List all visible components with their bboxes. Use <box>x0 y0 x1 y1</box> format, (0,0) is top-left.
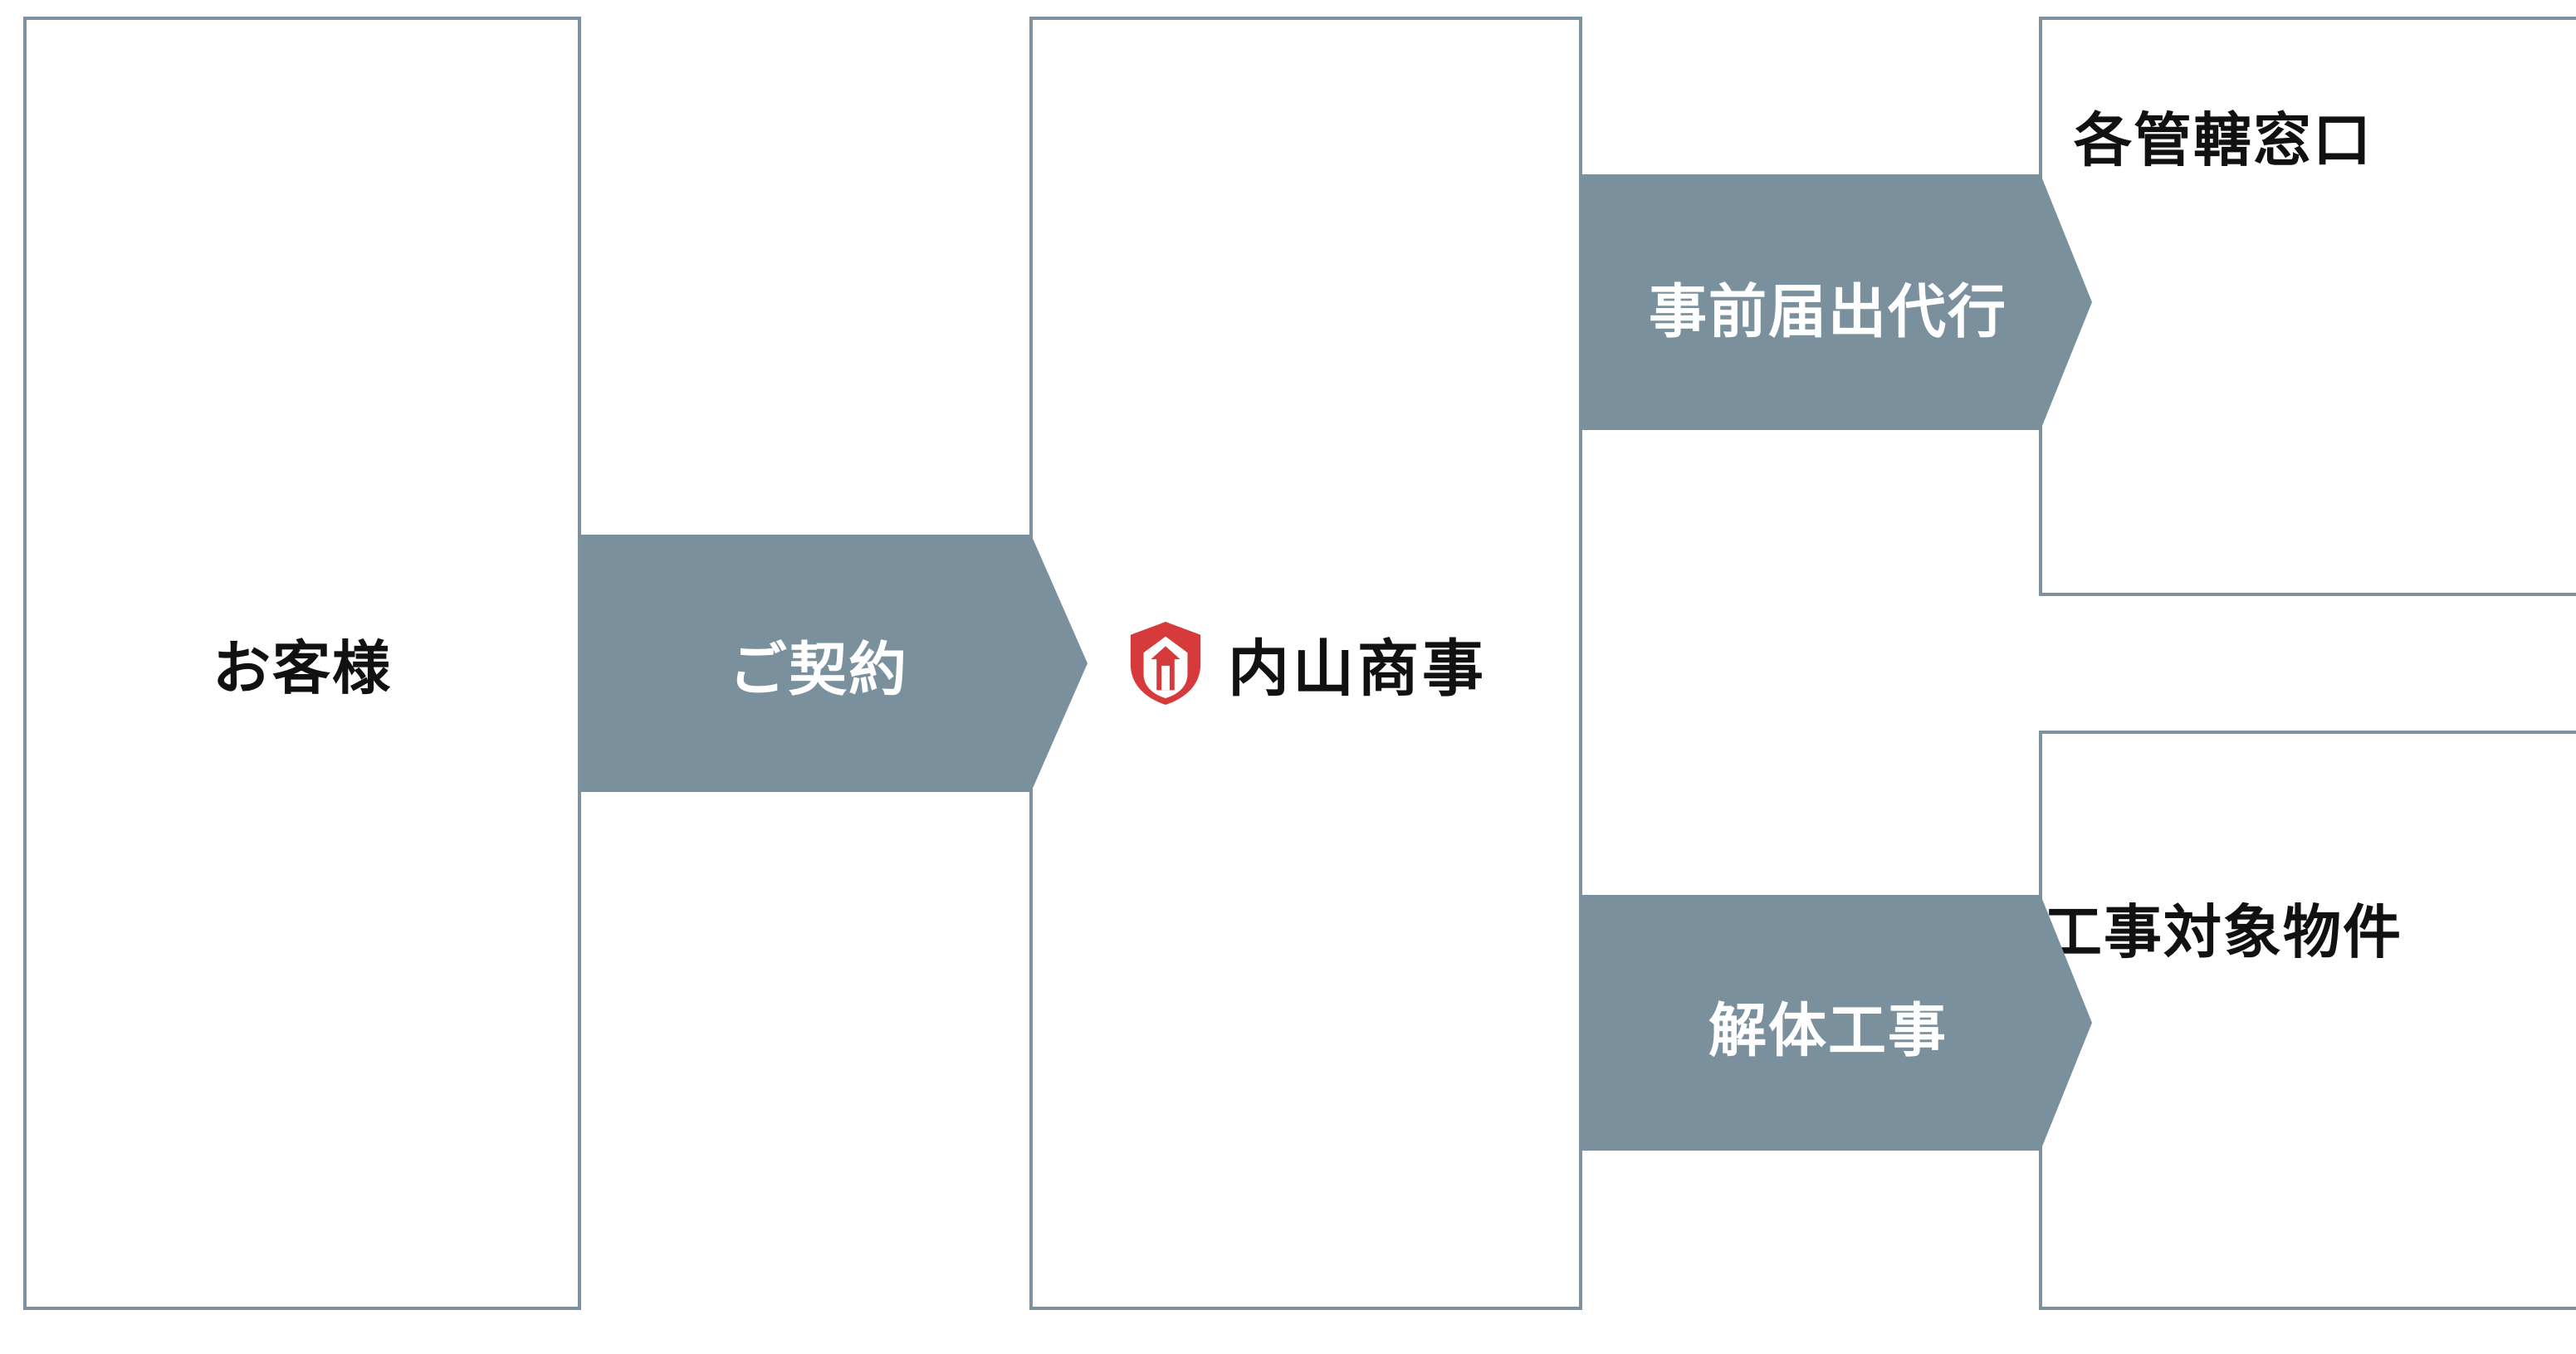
contract-arrow <box>579 535 1088 792</box>
demolition-arrow <box>1581 895 2092 1151</box>
property-label: 工事対象物件 <box>2044 897 2402 966</box>
authority-label: 各管轄窓口 <box>2074 105 2373 174</box>
property-box: 工事対象物件 <box>2039 731 2576 1310</box>
customer-box: お客様 <box>23 17 581 1310</box>
authority-box: 各管轄窓口 <box>2039 17 2576 596</box>
shield-logo-icon <box>1130 622 1201 705</box>
notification-arrow <box>1581 174 2092 430</box>
company-box: 内山商事 <box>1029 17 1582 1310</box>
notification-arrow-label: 事前届出代行 <box>1649 277 2007 346</box>
company-logo-group: 内山商事 <box>1125 618 1487 708</box>
customer-label: お客様 <box>213 633 392 702</box>
demolition-arrow-label: 解体工事 <box>1708 996 1948 1065</box>
contract-arrow-label: ご契約 <box>729 635 908 704</box>
company-name: 内山商事 <box>1228 633 1487 705</box>
